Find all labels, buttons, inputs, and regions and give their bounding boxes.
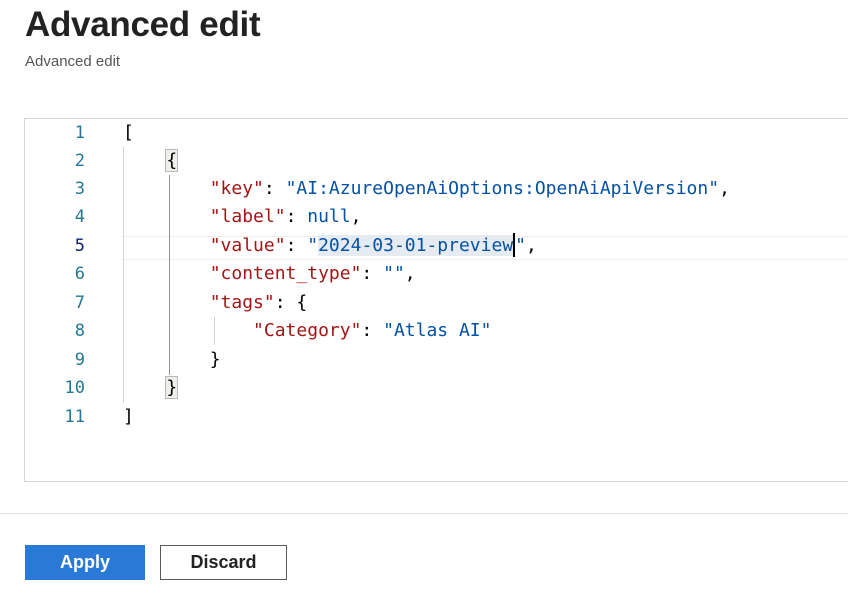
code-line: 11 ] bbox=[25, 403, 848, 431]
indent-guide bbox=[123, 147, 124, 403]
code-line: 6 "content_type": "", bbox=[25, 260, 848, 288]
code-line: 3 "key": "AI:AzureOpenAiOptions:OpenAiAp… bbox=[25, 175, 848, 203]
code-text[interactable]: { bbox=[123, 147, 179, 175]
code-text[interactable]: "Category": "Atlas AI" bbox=[253, 320, 492, 341]
line-number: 1 bbox=[74, 123, 85, 143]
code-line-active: 5 "value": "2024-03-01-preview", bbox=[25, 232, 848, 260]
line-number: 9 bbox=[74, 350, 85, 370]
bracket-match: } bbox=[165, 376, 179, 399]
code-text[interactable]: "label": null, bbox=[209, 206, 362, 227]
code-line: 10 } bbox=[25, 374, 848, 402]
code-line: 2 { bbox=[25, 147, 848, 175]
code-line: 9 } bbox=[25, 346, 848, 374]
indent-guide bbox=[214, 317, 215, 345]
indent-guide-active bbox=[169, 175, 170, 375]
apply-button[interactable]: Apply bbox=[25, 545, 145, 580]
code-line: 8 "Category": "Atlas AI" bbox=[25, 317, 848, 345]
code-text[interactable]: ] bbox=[123, 406, 134, 427]
code-line: 7 "tags": { bbox=[25, 289, 848, 317]
code-text[interactable]: "tags": { bbox=[209, 292, 308, 313]
line-number: 8 bbox=[74, 321, 85, 341]
code-line: 4 "label": null, bbox=[25, 203, 848, 231]
bracket-match: { bbox=[165, 149, 179, 172]
code-text[interactable]: } bbox=[123, 374, 179, 402]
page-title: Advanced edit bbox=[25, 5, 261, 44]
line-number: 6 bbox=[74, 264, 85, 284]
code-text[interactable]: } bbox=[209, 349, 221, 370]
line-number: 2 bbox=[74, 151, 85, 171]
code-text[interactable]: "value": "2024-03-01-preview", bbox=[123, 232, 537, 260]
page-subtitle: Advanced edit bbox=[25, 53, 121, 70]
line-number: 3 bbox=[74, 179, 85, 199]
footer-divider bbox=[0, 513, 848, 514]
code-text[interactable]: "content_type": "", bbox=[209, 263, 416, 284]
line-number: 7 bbox=[74, 293, 85, 313]
text-selection: 2024-03-01-preview bbox=[318, 235, 514, 256]
line-number: 4 bbox=[74, 207, 85, 227]
line-number: 5 bbox=[74, 236, 85, 256]
discard-button[interactable]: Discard bbox=[160, 545, 287, 580]
code-text[interactable]: "key": "AI:AzureOpenAiOptions:OpenAiApiV… bbox=[209, 178, 730, 199]
json-editor[interactable]: 1 [ 2 { 3 "key": "AI:AzureOpenAiOptions:… bbox=[24, 118, 848, 482]
text-cursor bbox=[513, 232, 516, 257]
code-line: 1 [ bbox=[25, 119, 848, 147]
line-number: 11 bbox=[64, 407, 85, 427]
code-text[interactable]: [ bbox=[123, 122, 134, 143]
line-number: 10 bbox=[64, 378, 85, 398]
